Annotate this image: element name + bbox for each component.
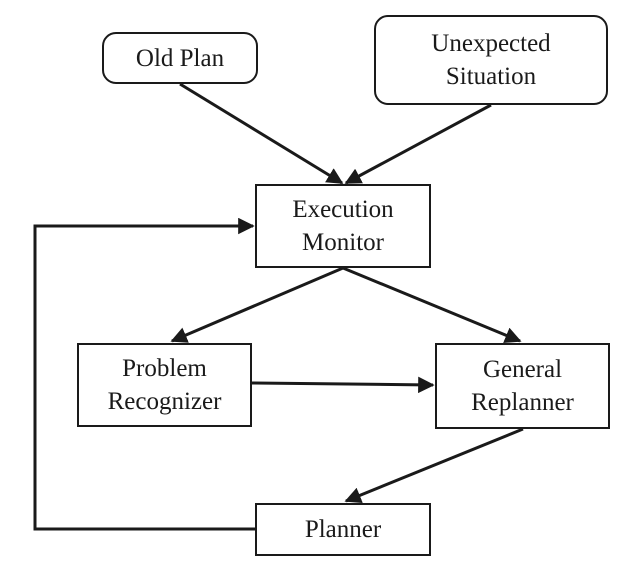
edge-general-replanner-to-planner (344, 427, 524, 504)
problem-recognizer-node: Problem Recognizer (77, 343, 252, 427)
execution-monitor-label-line1: Execution (292, 196, 394, 223)
unexpected-situation-label-line2: Situation (445, 63, 537, 90)
general-replanner-node: General Replanner (435, 343, 610, 429)
old-plan-label: Old Plan (135, 44, 225, 72)
edge-execution-monitor-to-general-replanner (342, 266, 522, 343)
planner-label: Planner (304, 516, 382, 543)
problem-recognizer-label-line2: Recognizer (107, 388, 222, 415)
planner-node: Planner (255, 503, 431, 556)
problem-recognizer-label-line1: Problem (122, 355, 207, 382)
execution-monitor-label-line2: Monitor (302, 229, 384, 256)
unexpected-situation-node: Unexpected Situation (374, 15, 608, 105)
general-replanner-label-line1: General (482, 356, 563, 383)
edge-old-plan-to-execution-monitor (179, 82, 344, 185)
unexpected-situation-label-line1: Unexpected (431, 30, 551, 57)
edge-unexpected-situation-to-execution-monitor (344, 103, 492, 185)
old-plan-node: Old Plan (102, 32, 258, 84)
execution-monitor-node: Execution Monitor (255, 184, 431, 268)
edge-planner-feedback-to-execution-monitor (33, 217, 255, 531)
edge-problem-recognizer-to-general-replanner (251, 376, 435, 394)
edge-execution-monitor-to-problem-recognizer (170, 266, 344, 343)
general-replanner-label-line2: Replanner (471, 389, 574, 416)
